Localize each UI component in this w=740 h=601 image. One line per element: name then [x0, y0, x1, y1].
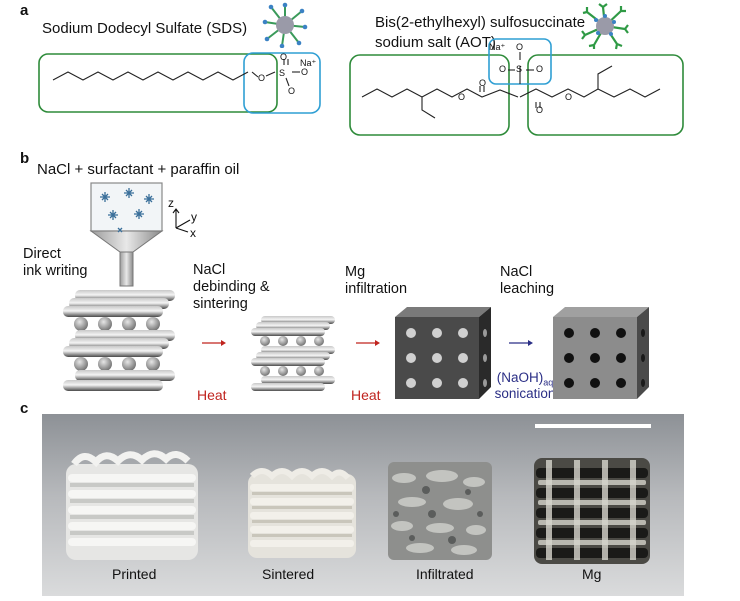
sds-s: S	[279, 68, 285, 78]
aot-o-carbonyl2: O	[536, 105, 543, 115]
sds-micelle-icon	[262, 2, 308, 48]
infiltrated-sample	[382, 452, 502, 564]
sample-photo: Printed Sintered Infiltrated Mg	[42, 414, 684, 596]
aot-o-carbonyl1: O	[479, 78, 486, 88]
photo-label-printed: Printed	[112, 566, 156, 582]
step1-line3: sintering	[193, 296, 248, 313]
axis-z-label: z	[168, 196, 174, 210]
aot-o-top: O	[516, 42, 523, 52]
sds-title: Sodium Dodecyl Sulfate (SDS)	[42, 19, 247, 38]
infiltrated-cube-illustration	[393, 305, 493, 401]
arrow-heat-2	[355, 338, 381, 348]
photo-label-infiltrated: Infiltrated	[416, 566, 474, 582]
step1-line1: NaCl	[193, 262, 225, 279]
aot-o-right: O	[536, 64, 543, 74]
aot-o-ester1: O	[458, 92, 465, 102]
sds-alkyl-chain	[53, 72, 248, 80]
sds-o-bottom: O	[288, 86, 295, 96]
axis-y-label: y	[191, 210, 197, 224]
step2-line1: Mg	[345, 264, 365, 281]
nozzle-tip	[120, 252, 133, 286]
sds-o-link: O	[258, 73, 265, 83]
ink-nozzle-illustration	[88, 182, 168, 292]
step1-line2: debinding &	[193, 279, 270, 296]
sintered-lattice-illustration	[247, 310, 347, 394]
aot-structure	[340, 36, 685, 146]
sds-hydrophobic-box	[39, 54, 277, 112]
sintered-sample	[242, 462, 362, 562]
aot-title-line1: Bis(2-ethylhexyl) sulfosuccinate	[375, 13, 585, 32]
heat-label-2: Heat	[351, 387, 381, 403]
arrow-leach	[508, 338, 534, 348]
aot-o-left: O	[499, 64, 506, 74]
photo-label-mg: Mg	[582, 566, 601, 582]
aot-hydrophobic-box-left	[350, 55, 509, 135]
mg-sample	[528, 450, 656, 568]
direct-ink-line2: ink writing	[23, 263, 87, 280]
step3-line2: leaching	[500, 281, 554, 298]
sds-na-label: Na⁺	[300, 58, 316, 69]
printed-lattice-illustration	[57, 282, 187, 394]
aot-s: S	[516, 64, 522, 74]
aot-na: Na⁺	[489, 42, 505, 53]
step2-line2: infiltration	[345, 281, 407, 298]
panel-b-letter: b	[20, 150, 29, 167]
panel-b-title: NaCl + surfactant + paraffin oil	[37, 160, 239, 179]
axis-x-label: x	[190, 226, 196, 240]
naoh-text: (NaOH)	[497, 370, 544, 385]
panel-c-letter: c	[20, 400, 28, 417]
heat-label-1: Heat	[197, 387, 227, 403]
sds-o-top: O	[280, 52, 287, 62]
arrow-heat-1	[201, 338, 227, 348]
step3-line1: NaCl	[500, 264, 532, 281]
mg-cube-illustration	[551, 305, 651, 401]
direct-ink-line1: Direct	[23, 246, 61, 263]
aot-o-ester2: O	[565, 92, 572, 102]
panel-a-letter: a	[20, 2, 28, 19]
printed-sample	[60, 446, 205, 564]
scale-bar	[535, 424, 651, 428]
photo-label-sintered: Sintered	[262, 566, 314, 582]
